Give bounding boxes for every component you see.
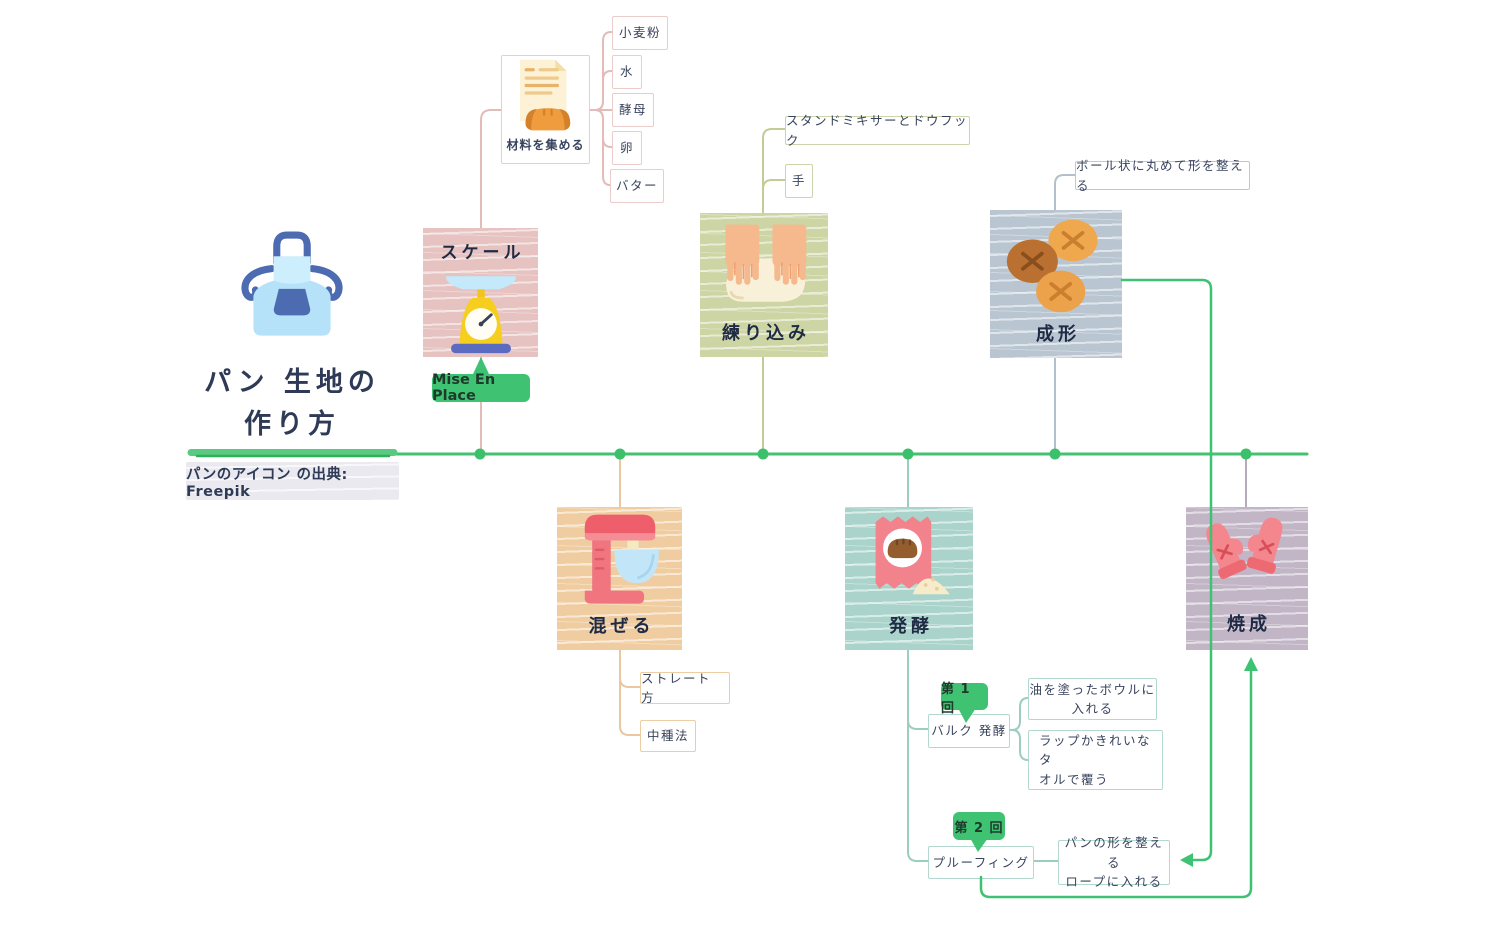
- node-gather-ingredients[interactable]: 材料を集める: [501, 55, 590, 164]
- shape-note[interactable]: ボール状に丸めて形を整える: [1075, 158, 1250, 193]
- bulk-step-oiled-bowl[interactable]: 油を塗ったボウルに 入れる: [1028, 678, 1157, 720]
- ingredient-flour[interactable]: 小麦粉: [612, 16, 668, 50]
- node-knead[interactable]: 練り込み: [700, 213, 828, 357]
- kitchen-scale-icon: [438, 263, 524, 357]
- round2-badge[interactable]: 第 2 回: [953, 812, 1005, 840]
- ingredient-butter[interactable]: バター: [610, 169, 664, 203]
- knead-method-hand[interactable]: 手: [785, 164, 813, 198]
- stand-mixer-icon: [573, 507, 667, 612]
- bread-rolls-icon: [1004, 210, 1108, 320]
- node-bake[interactable]: 焼成: [1186, 507, 1308, 650]
- node-scale-label: スケール: [440, 243, 525, 263]
- node-scale[interactable]: スケール: [423, 228, 538, 357]
- node-ferment[interactable]: 発酵: [845, 507, 973, 650]
- bulk-ferment-box[interactable]: バルク 発酵: [928, 714, 1010, 748]
- yeast-packet-icon: [862, 507, 956, 612]
- mix-method-straight[interactable]: ストレート 方: [640, 671, 730, 705]
- node-shape[interactable]: 成形: [990, 210, 1122, 358]
- ingredient-water[interactable]: 水: [612, 55, 642, 89]
- attribution-note: パンのアイコン の出典: Freepik: [186, 462, 399, 500]
- oven-mitts-icon: [1197, 507, 1297, 610]
- node-knead-label: 練り込み: [722, 323, 810, 344]
- ingredient-egg[interactable]: 卵: [612, 131, 642, 165]
- node-mix-label: 混ぜる: [588, 616, 655, 637]
- node-bake-label: 焼成: [1227, 614, 1271, 635]
- node-gather-label: 材料を集める: [506, 138, 585, 153]
- ingredient-yeast[interactable]: 酵母: [612, 93, 654, 127]
- knead-method-mixer[interactable]: スタンドミキサーとドウフック: [785, 113, 970, 148]
- node-mix[interactable]: 混ぜる: [557, 507, 682, 650]
- page-title: パン 生地の 作り方: [182, 362, 402, 446]
- kneading-hands-icon: [712, 213, 816, 319]
- page-title-line2: 作り方: [244, 409, 340, 440]
- proofing-step-loaf-pan[interactable]: パンの形を整える ロープに入れる: [1058, 835, 1170, 889]
- mise-en-place-badge[interactable]: Mise En Place: [432, 372, 530, 404]
- mix-method-sponge[interactable]: 中種法: [640, 720, 696, 752]
- node-shape-label: 成形: [1036, 324, 1080, 345]
- proofing-box[interactable]: プルーフィング: [928, 846, 1034, 879]
- recipe-and-bread-icon: [508, 56, 584, 136]
- apron-icon: [230, 228, 354, 360]
- attribution-text: パンのアイコン の出典: Freepik: [186, 466, 348, 500]
- page-title-line1: パン 生地の: [204, 367, 380, 398]
- node-ferment-label: 発酵: [889, 616, 933, 637]
- round1-badge[interactable]: 第 1 回: [941, 682, 988, 716]
- timeline-dots: [474, 448, 1252, 460]
- bulk-step-cover[interactable]: ラップかきれいなタ オルで覆う: [1028, 730, 1163, 790]
